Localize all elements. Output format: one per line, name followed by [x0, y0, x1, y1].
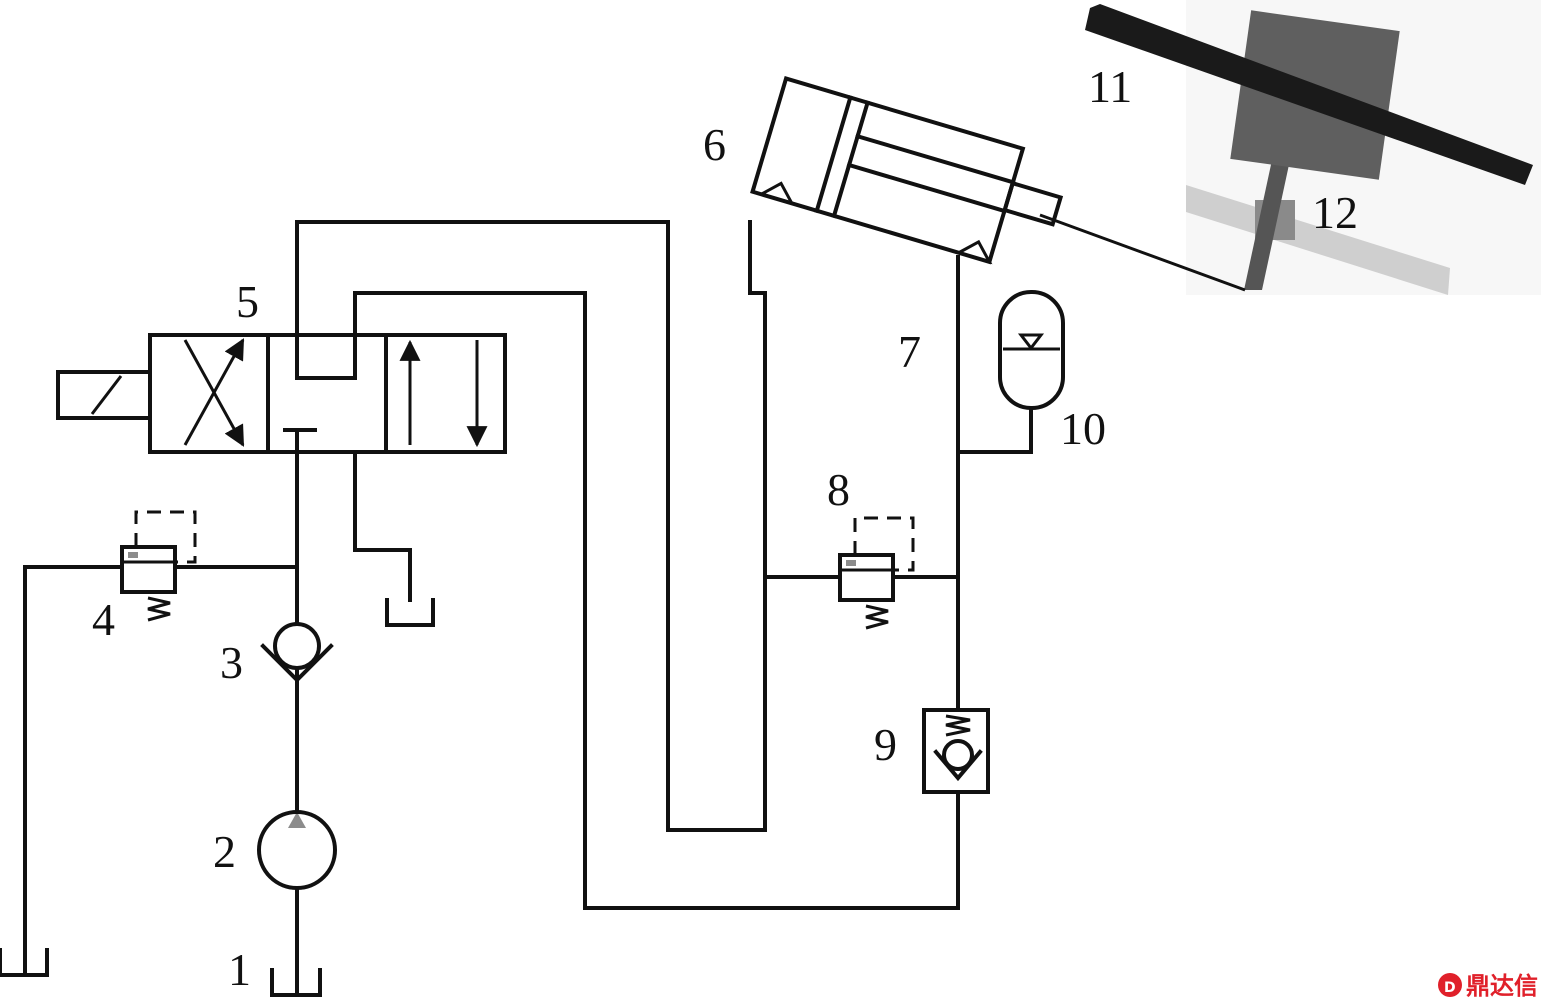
label-10: 10 — [1060, 403, 1106, 454]
label-7: 7 — [898, 326, 921, 377]
label-12: 12 — [1312, 187, 1358, 238]
label-4: 4 — [92, 594, 115, 645]
label-5: 5 — [236, 276, 259, 327]
directional-valve-5 — [56, 333, 507, 454]
pump-triangle-icon — [288, 812, 306, 828]
label-8: 8 — [827, 464, 850, 515]
vertical-rod — [1244, 160, 1290, 290]
watermark-logo-icon — [1438, 973, 1462, 997]
solenoid-icon — [56, 370, 152, 420]
label-9: 9 — [874, 719, 897, 770]
label-6: 6 — [703, 119, 726, 170]
cylinder-6 — [750, 76, 1064, 265]
pipe-a — [295, 220, 767, 832]
pipe-accumulator — [956, 406, 1033, 454]
pipe-b — [353, 291, 960, 910]
svg-text:D: D — [1444, 980, 1456, 996]
label-3: 3 — [220, 637, 243, 688]
relief-valve-4 — [23, 510, 299, 977]
photo-inset — [1085, 0, 1541, 295]
watermark-text: 鼎达信 — [1466, 972, 1538, 1000]
relief-valve-8 — [763, 516, 960, 630]
accumulator-10 — [998, 290, 1065, 410]
label-2: 2 — [213, 826, 236, 877]
bar-11 — [1085, 4, 1533, 185]
check-valve-9 — [922, 708, 990, 794]
tank-valve5 — [385, 598, 435, 627]
rail-12 — [1186, 185, 1450, 295]
label-11: 11 — [1088, 61, 1132, 112]
piston-link — [1039, 213, 1246, 292]
label-1: 1 — [228, 944, 251, 995]
pipe-tank-return — [353, 450, 412, 602]
watermark: D 鼎达信 — [1438, 972, 1538, 1000]
